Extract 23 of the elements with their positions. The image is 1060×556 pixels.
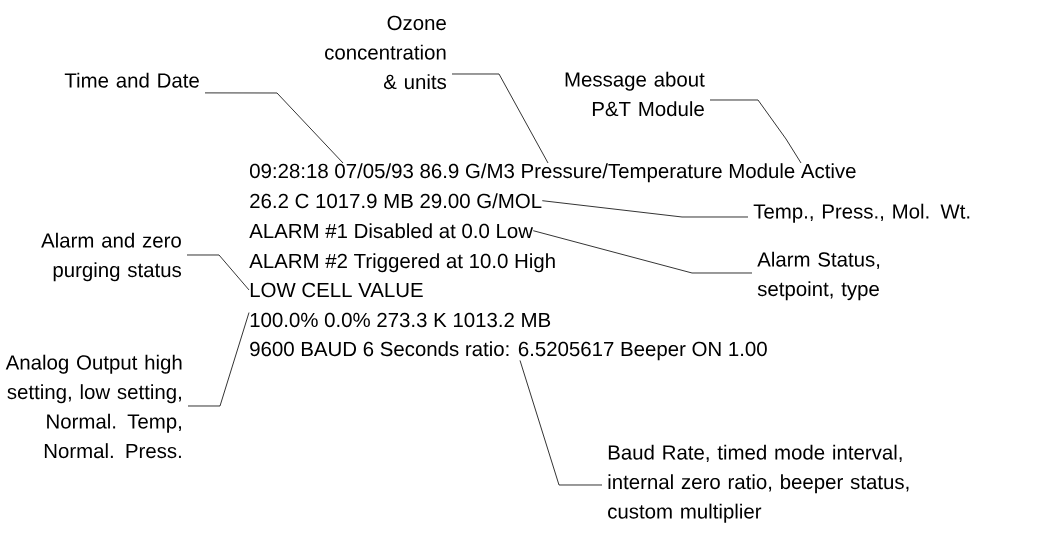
- leader-line: [187, 312, 250, 407]
- leader-line: [451, 73, 549, 164]
- display-line: ALARM #2 Triggered at 10.0 High: [249, 253, 555, 273]
- callout-label: Alarm Status, setpoint, type: [757, 251, 880, 301]
- callout-label: Alarm and zero purging status: [41, 232, 182, 282]
- display-line: 09:28:18 07/05/93 86.9 G/M3 Pressure/Temperature Module Active: [250, 163, 856, 183]
- display-line: 100.0% 0.0% 273.3 K 1013.2 MB: [250, 312, 551, 328]
- leader-line: [532, 230, 753, 274]
- display-line: 9600 BAUD 6 Seconds ratio: 6.5205617 Beeper ON 1.00: [250, 341, 767, 361]
- display-line: 26.2 C 1017.9 MB 29.00 G/MOL: [250, 193, 542, 209]
- callout-label: Temp., Press., Mol. Wt.: [753, 203, 970, 223]
- display-line: ALARM #1 Disabled at 0.0 Low: [249, 223, 533, 239]
- leader-line: [186, 254, 250, 291]
- callout-label: Ozone concentration & units: [325, 15, 447, 90]
- callout-label: Analog Output high setting, low setting, Normal. Temp, Normal. Press.: [5, 354, 182, 459]
- leader-line: [519, 360, 603, 486]
- display-line: LOW CELL VALUE: [250, 282, 423, 298]
- callout-label: Baud Rate, timed mode interval, internal zero ratio, beeper status, custom multiplier: [608, 444, 909, 523]
- callout-label: Time and Date: [64, 72, 199, 88]
- callout-label: Message about P&T Module: [565, 71, 705, 117]
- leader-line: [709, 99, 802, 164]
- leader-line: [541, 200, 749, 218]
- leader-line: [204, 92, 344, 164]
